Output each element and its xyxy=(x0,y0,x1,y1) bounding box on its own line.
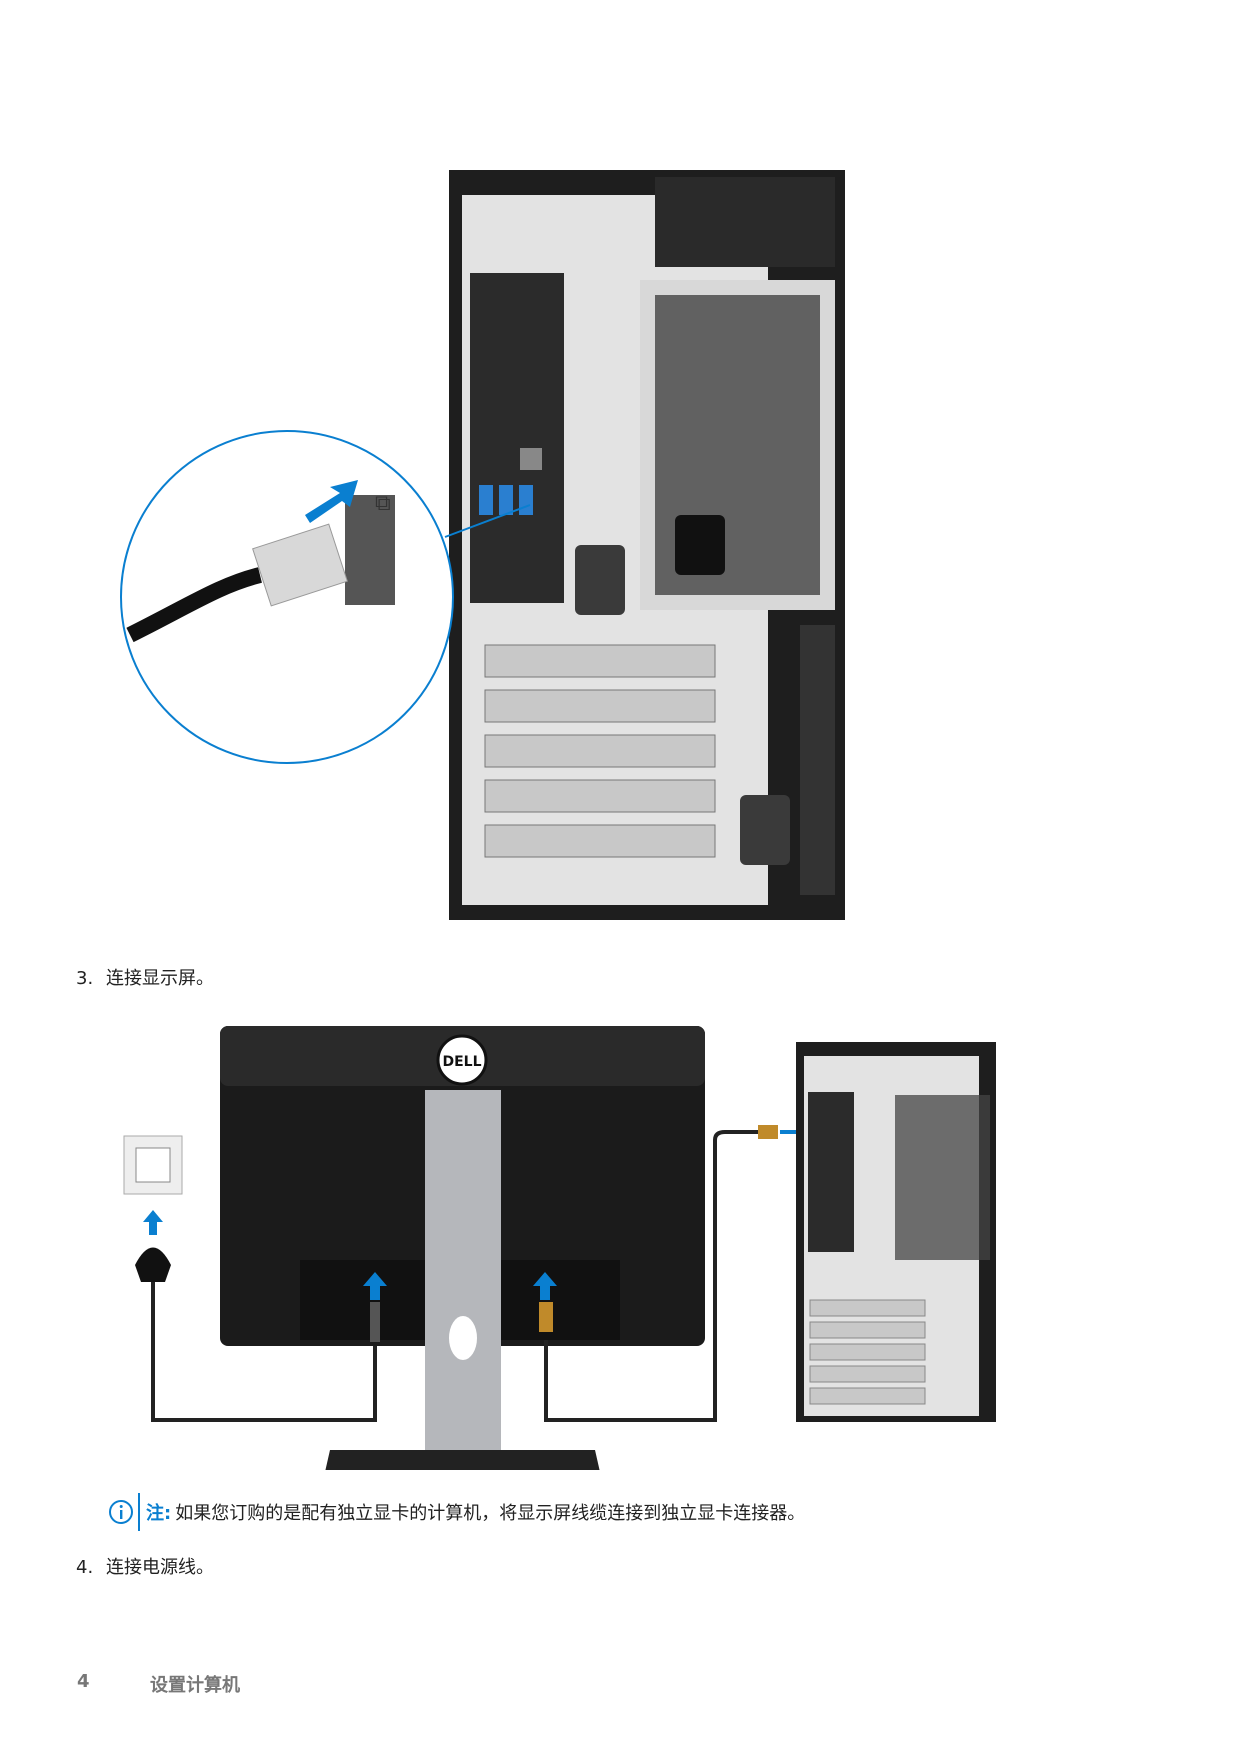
power-socket xyxy=(675,515,725,575)
info-icon xyxy=(109,1500,133,1524)
section-title: 设置计算机 xyxy=(150,1675,240,1696)
ethernet-port xyxy=(520,448,542,470)
note: 注: 如果您订购的是配有独立显卡的计算机，将显示屏线缆连接到独立显卡连接器。 xyxy=(108,1493,805,1531)
note-divider xyxy=(138,1493,140,1531)
io-panel xyxy=(470,273,564,603)
page-number: 4 xyxy=(77,1671,90,1692)
monitor-stand xyxy=(425,1090,501,1460)
step-text: 连接显示屏。 xyxy=(106,968,214,989)
note-label: 注: xyxy=(146,1503,172,1524)
figure-monitor-connection: DELL xyxy=(123,1026,996,1470)
step-3: 3. 连接显示屏。 xyxy=(76,964,214,990)
ethernet-cable-illustration: ⧉ xyxy=(126,480,395,643)
monitor-rear: DELL xyxy=(220,1026,816,1470)
note-text: 如果您订购的是配有独立显卡的计算机，将显示屏线缆连接到独立显卡连接器。 xyxy=(175,1503,806,1524)
dell-logo: DELL xyxy=(442,1054,481,1070)
figure-network-connection: ⧉ xyxy=(120,170,845,920)
step-number: 3. xyxy=(76,968,94,989)
step-text: 连接电源线。 xyxy=(106,1557,214,1578)
step-4: 4. 连接电源线。 xyxy=(76,1553,214,1579)
tower-rear-small xyxy=(796,1042,996,1422)
tower-rear-view xyxy=(449,170,845,920)
step-number: 4. xyxy=(76,1557,94,1578)
power-plug xyxy=(135,1247,171,1282)
network-port-icon: ⧉ xyxy=(375,491,391,516)
wall-outlet xyxy=(123,1135,377,1422)
